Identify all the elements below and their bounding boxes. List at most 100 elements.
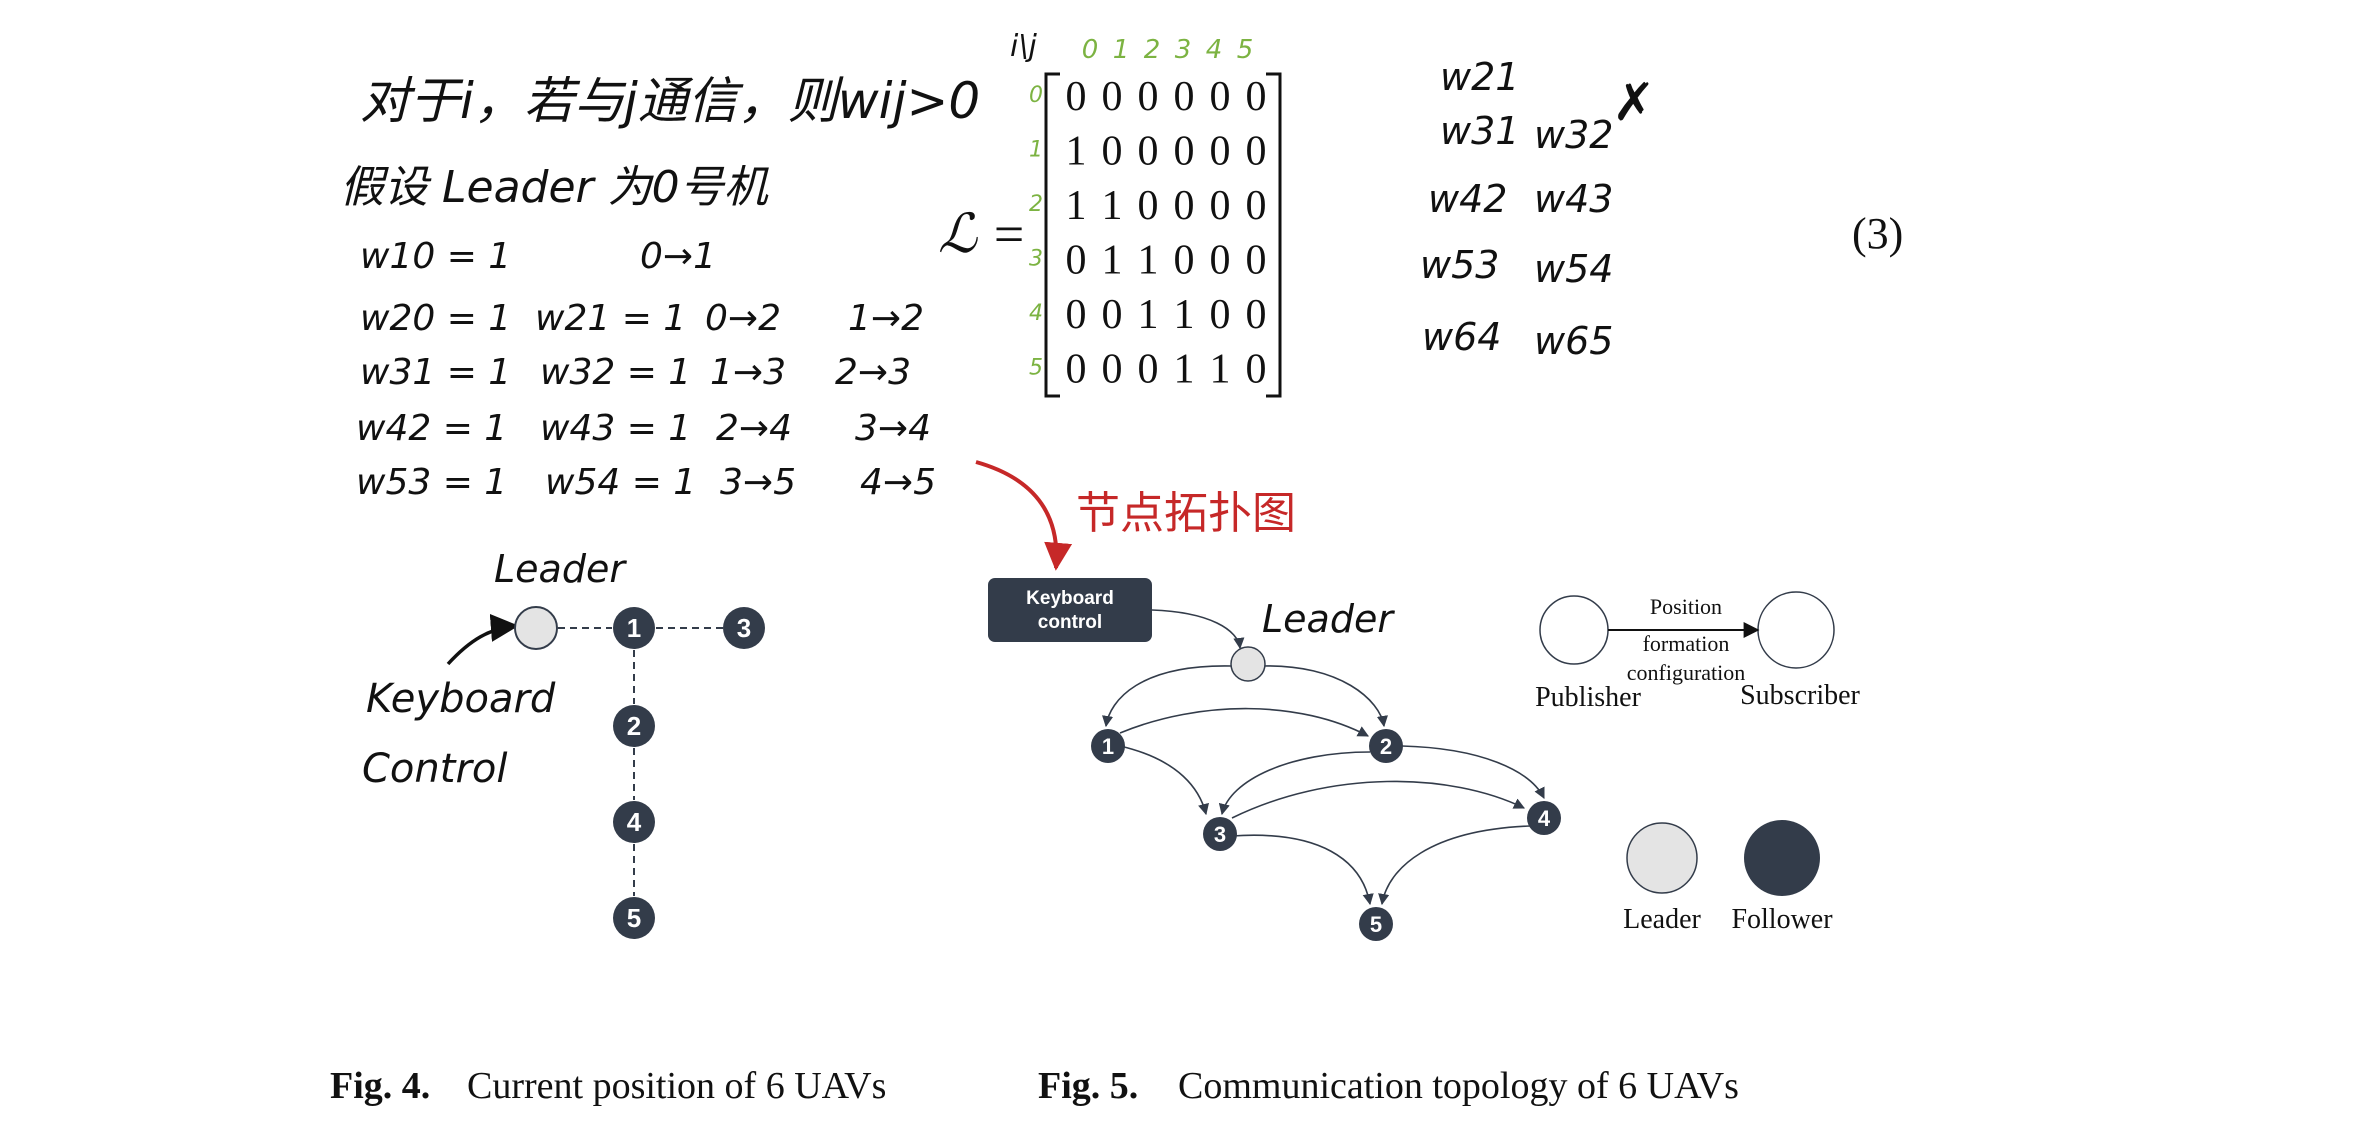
legend-follower-label: Follower xyxy=(1731,904,1833,935)
matrix-cell: 1 xyxy=(1066,129,1087,175)
fig5-node-leader xyxy=(1230,646,1266,682)
weight-cell: w53 = 1 xyxy=(356,462,507,503)
fig4-node-circle xyxy=(613,607,655,649)
weight-item: w65 xyxy=(1534,319,1613,363)
legend-subscriber-circle xyxy=(1757,591,1835,669)
matrix-cell: 1 xyxy=(1138,292,1159,338)
matrix-cell: 0 xyxy=(1174,183,1195,229)
matrix-cell: 0 xyxy=(1246,129,1267,175)
weight-cell: w32 = 1 xyxy=(540,352,691,393)
red-arrow xyxy=(975,460,1073,571)
fig5-node: 1 xyxy=(1091,729,1125,763)
matrix-cell: 0 xyxy=(1246,347,1267,393)
matrix-cell: 0 xyxy=(1246,183,1267,229)
fig4-node: 1 xyxy=(613,607,655,649)
weight-item: w43 xyxy=(1534,177,1613,221)
matrix-cell: 0 xyxy=(1138,183,1159,229)
matrix-cell: 0 xyxy=(1102,74,1123,120)
matrix-row-index: 0 xyxy=(1029,83,1043,108)
fig5-node-label: 5 xyxy=(1370,912,1382,937)
legend-edge-label-2: formation xyxy=(1643,631,1730,656)
fig4-node-label: 3 xyxy=(737,613,751,643)
fig4-leader-label: Leader xyxy=(494,547,627,591)
matrix-cell: 0 xyxy=(1210,129,1231,175)
matrix-cell: 0 xyxy=(1174,129,1195,175)
red-annotation: 节点拓扑图 xyxy=(975,460,1296,571)
matrix-cell: 0 xyxy=(1174,74,1195,120)
weight-item: w31 xyxy=(1440,109,1519,153)
legend-publisher-label: Publisher xyxy=(1535,682,1641,713)
matrix-column-index: 2 xyxy=(1144,35,1161,65)
matrix-symbol: ℒ = xyxy=(938,204,1027,264)
keyboard-box-line1: Keyboard xyxy=(1026,588,1114,609)
matrix-row-index: 1 xyxy=(1029,138,1043,163)
matrix-cell: 1 xyxy=(1174,292,1195,338)
weight-cell: w20 = 1 xyxy=(360,298,511,339)
fig5-node-circle xyxy=(1359,907,1393,941)
matrix-cell: 0 xyxy=(1246,292,1267,338)
edge-cell: 1→2 xyxy=(848,298,924,339)
fig5-edge xyxy=(1119,707,1369,737)
fig5-caption-number: Fig. 5. xyxy=(1038,1065,1138,1107)
matrix-column-index: 5 xyxy=(1237,35,1254,65)
matrix-cell: 0 xyxy=(1138,74,1159,120)
weight-item: w21 xyxy=(1440,55,1519,99)
fig4-node-circle xyxy=(514,606,558,650)
weight-table: w10 = 1 0→1 w20 = 1 w21 = 1 0→2 1→2 w31 … xyxy=(356,236,936,503)
matrix-cell: 0 xyxy=(1210,238,1231,284)
fig5-node: 3 xyxy=(1203,817,1237,851)
matrix-column-index: 3 xyxy=(1175,35,1192,65)
matrix-corner-label: i\j xyxy=(1010,29,1037,64)
edge-cell: 3→4 xyxy=(855,408,931,449)
fig5-node-label: 2 xyxy=(1380,734,1392,759)
legend-leader-circle xyxy=(1626,822,1698,894)
edge-cell: 1→3 xyxy=(710,352,786,393)
matrix-cell: 1 xyxy=(1174,347,1195,393)
fig5-edge xyxy=(1231,834,1374,906)
fig4-edges xyxy=(558,627,724,896)
handwritten-weight-list: w21 w31 w32 ✗ w42 w43 w53 w54 w64 w65 xyxy=(1420,55,1656,363)
fig5-node-circle xyxy=(1369,729,1403,763)
weight-cell: w31 = 1 xyxy=(360,352,511,393)
fig5-edge xyxy=(1102,665,1233,728)
weight-item: w32 xyxy=(1534,113,1613,157)
fig5-edge xyxy=(1119,745,1209,816)
legend-edge-label-1: Position xyxy=(1650,594,1722,619)
fig5-edge xyxy=(1151,609,1245,650)
matrix-row-index: 2 xyxy=(1029,192,1043,217)
matrix-cell: 0 xyxy=(1246,74,1267,120)
red-note-topology: 节点拓扑图 xyxy=(1076,488,1296,539)
matrix-cell: 0 xyxy=(1102,292,1123,338)
fig5-node-label: 1 xyxy=(1102,734,1114,759)
fig4-node-circle xyxy=(613,897,655,939)
matrix-right-bracket xyxy=(1266,72,1282,398)
legend-subscriber-label: Subscriber xyxy=(1740,680,1860,711)
fig4-node-leader xyxy=(514,606,558,650)
cross-mark: ✗ xyxy=(1612,73,1656,133)
fig5-node-label: 3 xyxy=(1214,822,1226,847)
matrix-row-index: 3 xyxy=(1029,247,1043,272)
edge-cell: 3→5 xyxy=(720,462,796,503)
weight-cell: w21 = 1 xyxy=(535,298,686,339)
matrix-cell: 0 xyxy=(1138,129,1159,175)
fig5-edges xyxy=(1102,609,1545,906)
figure-4: Leader Keyboard Control 1 3 2 4 xyxy=(330,547,886,1107)
fig4-keyboard-arrow xyxy=(446,613,519,666)
keyboard-control-box xyxy=(988,578,1152,642)
fig4-node-circle xyxy=(613,705,655,747)
matrix-cell: 1 xyxy=(1066,183,1087,229)
fig4-node-label: 4 xyxy=(627,807,642,837)
matrix-row-index: 4 xyxy=(1029,301,1043,326)
matrix-cell: 0 xyxy=(1102,347,1123,393)
legend-publisher-circle xyxy=(1539,595,1609,665)
matrix-cell: 0 xyxy=(1066,74,1087,120)
edge-cell: 0→1 xyxy=(640,236,716,277)
fig4-node-label: 2 xyxy=(627,711,641,741)
handwritten-notes: 对于i，若与j通信，则wij>0 假设 Leader 为0号机 w10 = 1 … xyxy=(340,72,980,503)
matrix-cell: 1 xyxy=(1102,238,1123,284)
fig5-node: 2 xyxy=(1369,729,1403,763)
fig4-node: 4 xyxy=(613,801,655,843)
matrix-cell: 0 xyxy=(1066,347,1087,393)
weight-item: w64 xyxy=(1422,315,1501,359)
